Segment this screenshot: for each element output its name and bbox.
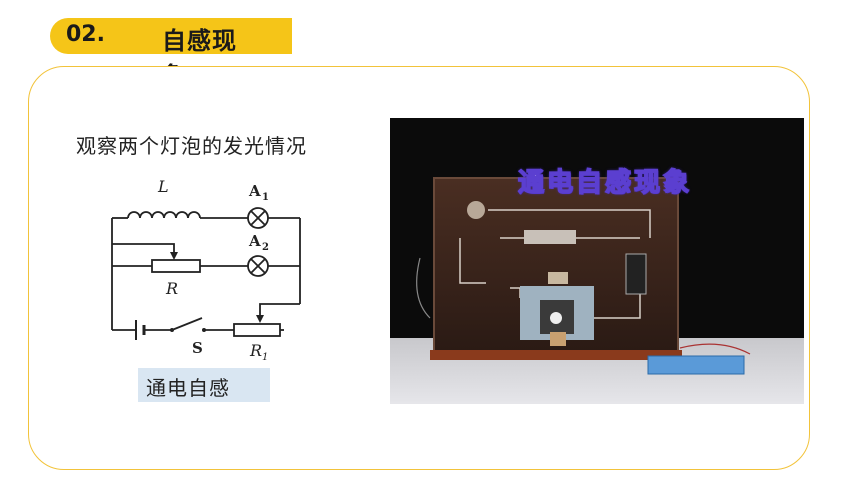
- bulb-a2: [550, 312, 562, 324]
- experiment-video[interactable]: 通电自感现象: [390, 118, 804, 404]
- title-tag-background-right: [158, 18, 292, 54]
- lamp1-subscript: 1: [262, 192, 269, 203]
- rheostat-r1: [233, 323, 281, 337]
- lamp2-label: A: [248, 232, 261, 250]
- lamp1-label: A: [248, 182, 261, 200]
- resistor-label: R: [165, 279, 178, 298]
- video-title: 通电自感现象: [517, 167, 692, 199]
- title-tag-background: [50, 18, 160, 54]
- power-supply: [647, 355, 745, 375]
- switch-blade: [171, 317, 203, 331]
- rheostat-subscript: 1: [262, 352, 268, 360]
- rheostat-label: R: [249, 341, 262, 360]
- experiment-label: 通电自感: [146, 376, 230, 400]
- switch-label: S: [192, 339, 203, 357]
- inductor-label: L: [157, 177, 169, 196]
- circuit-diagram: L A 1 A 2 R S R 1: [111, 177, 301, 360]
- switch-component: [625, 253, 647, 295]
- section-number: 02.: [66, 22, 105, 47]
- resistor-component: [524, 230, 576, 244]
- inductor-coil: [127, 211, 201, 219]
- lamp-a1: [247, 207, 269, 229]
- instruction-text: 观察两个灯泡的发光情况: [76, 134, 307, 158]
- board-base: [430, 350, 682, 360]
- section-title-tag: 02. 自感现象: [50, 18, 292, 90]
- lamp2-subscript: 2: [262, 242, 269, 253]
- video-frame: [390, 118, 804, 404]
- experiment-label-box: 通电自感: [138, 368, 270, 402]
- lamp-a2: [247, 255, 269, 277]
- bulb-a1: [467, 201, 485, 219]
